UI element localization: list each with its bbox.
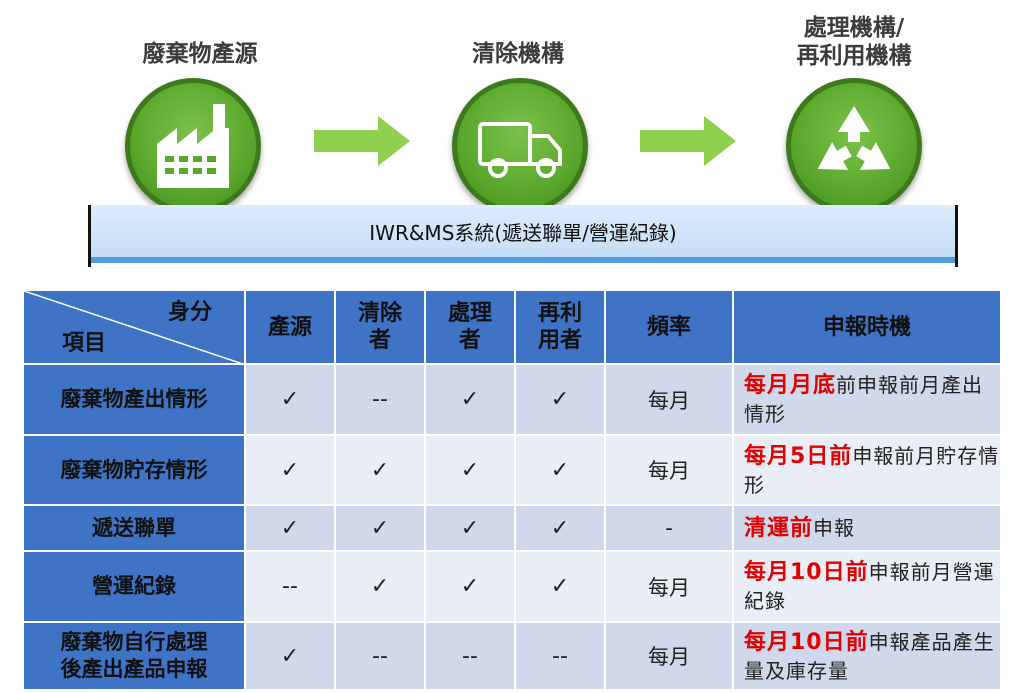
step-label-processor: 處理機構/ 再利用機構 xyxy=(764,14,944,70)
cell-source: ✓ xyxy=(244,363,336,436)
row-item: 營運紀錄 xyxy=(22,550,246,623)
table-row: 廢棄物自行處理後產出產品申報 ✓ -- -- -- 每月 每月10日前申報產品產… xyxy=(22,621,1002,691)
row-item: 遞送聯單 xyxy=(22,504,246,552)
header-processor-line2: 者 xyxy=(458,328,481,353)
table-row: 遞送聯單 ✓ ✓ ✓ ✓ - 清運前申報 xyxy=(22,504,1002,552)
cell-timing: 每月10日前申報產品產生量及庫存量 xyxy=(732,621,1002,691)
cell-source: ✓ xyxy=(244,434,336,506)
cell-frequency: 每月 xyxy=(604,363,734,436)
header-row: 身分 項目 產源 清除者 處理者 再利用者 頻率 申報時機 xyxy=(22,289,1002,365)
row-item-line1: 廢棄物產出情形 xyxy=(60,387,208,411)
table-row: 廢棄物貯存情形 ✓ ✓ ✓ ✓ 每月 每月5日前申報前月貯存情形 xyxy=(22,434,1002,506)
recycle-icon xyxy=(817,106,891,170)
timing-text: 申報 xyxy=(813,515,856,540)
header-timing: 申報時機 xyxy=(732,289,1002,365)
cell-processor: -- xyxy=(424,621,516,691)
corner-cell: 身分 項目 xyxy=(22,289,246,365)
header-reuser: 再利用者 xyxy=(514,289,606,365)
cell-reuser: ✓ xyxy=(514,504,606,552)
cell-reuser: ✓ xyxy=(514,363,606,436)
collector-circle xyxy=(452,78,588,214)
system-bar-tick-right xyxy=(955,205,958,267)
step-label-processor-line2: 再利用機構 xyxy=(796,43,912,69)
system-bar-fill xyxy=(90,205,956,257)
system-bar-label: IWR&MS系統(遞送聯單/營運紀錄) xyxy=(369,221,677,245)
cell-processor: ✓ xyxy=(424,550,516,623)
cell-timing: 清運前申報 xyxy=(732,504,1002,552)
cell-frequency: 每月 xyxy=(604,550,734,623)
row-item: 廢棄物產出情形 xyxy=(22,363,246,436)
cell-collector: -- xyxy=(334,363,426,436)
header-reuser-line2: 用者 xyxy=(537,328,582,353)
cell-source: ✓ xyxy=(244,504,336,552)
cell-processor: ✓ xyxy=(424,504,516,552)
system-bar-tick-left xyxy=(88,205,91,267)
corner-label-bottom: 項目 xyxy=(62,331,107,356)
row-item-line1: 遞送聯單 xyxy=(92,515,176,540)
cell-processor: ✓ xyxy=(424,363,516,436)
cell-reuser: ✓ xyxy=(514,434,606,506)
cell-processor: ✓ xyxy=(424,434,516,506)
row-item-line1: 廢棄物貯存情形 xyxy=(60,457,208,482)
header-collector: 清除者 xyxy=(334,289,426,365)
header-collector-line2: 者 xyxy=(368,328,391,353)
row-item: 廢棄物自行處理後產出產品申報 xyxy=(22,621,246,691)
corner-label-top: 身分 xyxy=(167,300,212,325)
step-label-collector: 清除機構 xyxy=(472,41,564,67)
cell-reuser: -- xyxy=(514,621,606,691)
timing-highlight: 清運前 xyxy=(744,515,814,541)
cell-timing: 每月月底前申報前月產出情形 xyxy=(732,363,1002,436)
timing-text: 前申報前月產出情形 xyxy=(744,373,984,426)
cell-source: ✓ xyxy=(244,621,336,691)
table-row: 營運紀錄 -- ✓ ✓ ✓ 每月 每月10日前申報前月營運紀錄 xyxy=(22,550,1002,623)
row-item: 廢棄物貯存情形 xyxy=(22,434,246,506)
cell-frequency: 每月 xyxy=(604,621,734,691)
timing-highlight: 每月10日前 xyxy=(744,629,869,655)
cell-timing: 每月5日前申報前月貯存情形 xyxy=(732,434,1002,506)
row-item-line1: 營運紀錄 xyxy=(92,574,176,598)
timing-highlight: 每月10日前 xyxy=(744,560,869,585)
timing-text: 申報前月營運紀錄 xyxy=(744,560,995,613)
cell-collector: ✓ xyxy=(334,504,426,552)
timing-text: 申報前月貯存情形 xyxy=(744,443,1000,497)
system-bar: IWR&MS系統(遞送聯單/營運紀錄) xyxy=(88,205,958,267)
cell-timing: 每月10日前申報前月營運紀錄 xyxy=(732,550,1002,623)
cell-collector: ✓ xyxy=(334,434,426,506)
header-source: 產源 xyxy=(244,289,336,365)
header-processor: 處理者 xyxy=(424,289,516,365)
reporting-matrix: 身分 項目 產源 清除者 處理者 再利用者 頻率 申報時機 廢棄物產出情形 ✓ … xyxy=(22,289,1002,691)
step-label-processor-line1: 處理機構/ xyxy=(803,15,905,41)
processor-circle xyxy=(786,78,922,214)
arrow-right-icon xyxy=(314,116,410,166)
cell-collector: ✓ xyxy=(334,550,426,623)
row-item-line2: 後產出產品申報 xyxy=(60,657,208,681)
header-collector-line1: 清除 xyxy=(357,301,402,326)
timing-highlight: 每月月底 xyxy=(744,373,837,398)
step-label-source: 廢棄物產源 xyxy=(142,41,258,67)
diagonal-divider xyxy=(24,291,246,365)
cell-reuser: ✓ xyxy=(514,550,606,623)
header-frequency-text: 頻率 xyxy=(646,314,691,340)
cell-frequency: 每月 xyxy=(604,434,734,506)
cell-source: -- xyxy=(244,550,336,623)
cell-collector: -- xyxy=(334,621,426,691)
header-timing-text: 申報時機 xyxy=(822,314,911,340)
timing-text: 申報產品產生量及庫存量 xyxy=(744,629,995,683)
header-source-text: 產源 xyxy=(267,314,312,340)
row-item-line1: 廢棄物自行處理 xyxy=(60,630,208,654)
system-bar-edge xyxy=(90,257,956,263)
truck-icon xyxy=(478,122,562,178)
table-row: 廢棄物產出情形 ✓ -- ✓ ✓ 每月 每月月底前申報前月產出情形 xyxy=(22,363,1002,436)
header-reuser-line1: 再利 xyxy=(537,301,582,326)
source-circle xyxy=(125,78,261,214)
cell-frequency: - xyxy=(604,504,734,552)
timing-highlight: 每月5日前 xyxy=(744,443,853,469)
header-frequency: 頻率 xyxy=(604,289,734,365)
arrow-right-icon xyxy=(640,116,736,166)
factory-icon xyxy=(157,104,229,188)
header-processor-line1: 處理 xyxy=(447,301,492,326)
